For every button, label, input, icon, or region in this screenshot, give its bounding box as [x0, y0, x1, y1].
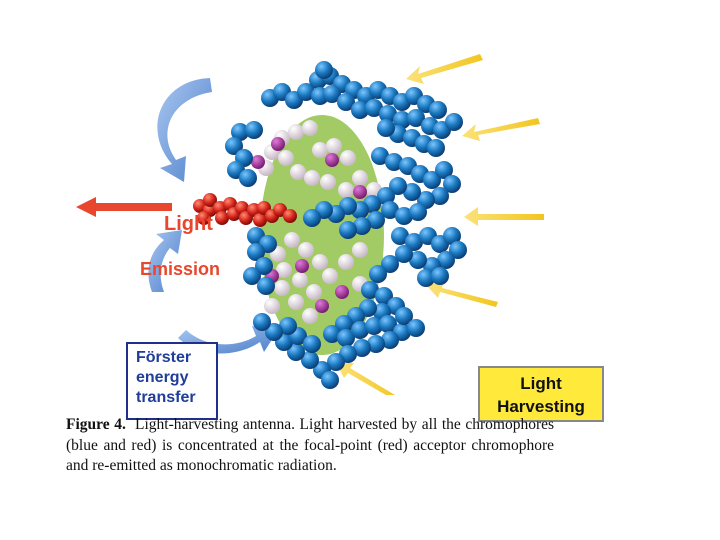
figure-caption: Figure 4. Light-harvesting antenna. Ligh… — [66, 415, 554, 477]
emission-arrow — [76, 197, 172, 217]
forster-line-2: energy — [136, 368, 216, 388]
caption-label: Figure 4. — [66, 416, 126, 433]
light-label: Light — [164, 213, 213, 236]
light-harvesting-box: Light Harvesting — [478, 366, 604, 422]
forster-line-1: Förster — [136, 348, 216, 368]
caption-text: Light-harvesting antenna. Light harveste… — [66, 416, 554, 474]
forster-energy-transfer-box: Förster energy transfer — [126, 342, 218, 420]
light-harvesting-figure: Light Emission Förster energy transfer L… — [60, 40, 560, 395]
curved-arrow-top — [157, 78, 212, 182]
forster-line-3: transfer — [136, 388, 216, 408]
emission-label: Emission — [140, 259, 220, 280]
harvest-line-1: Light — [480, 372, 602, 395]
